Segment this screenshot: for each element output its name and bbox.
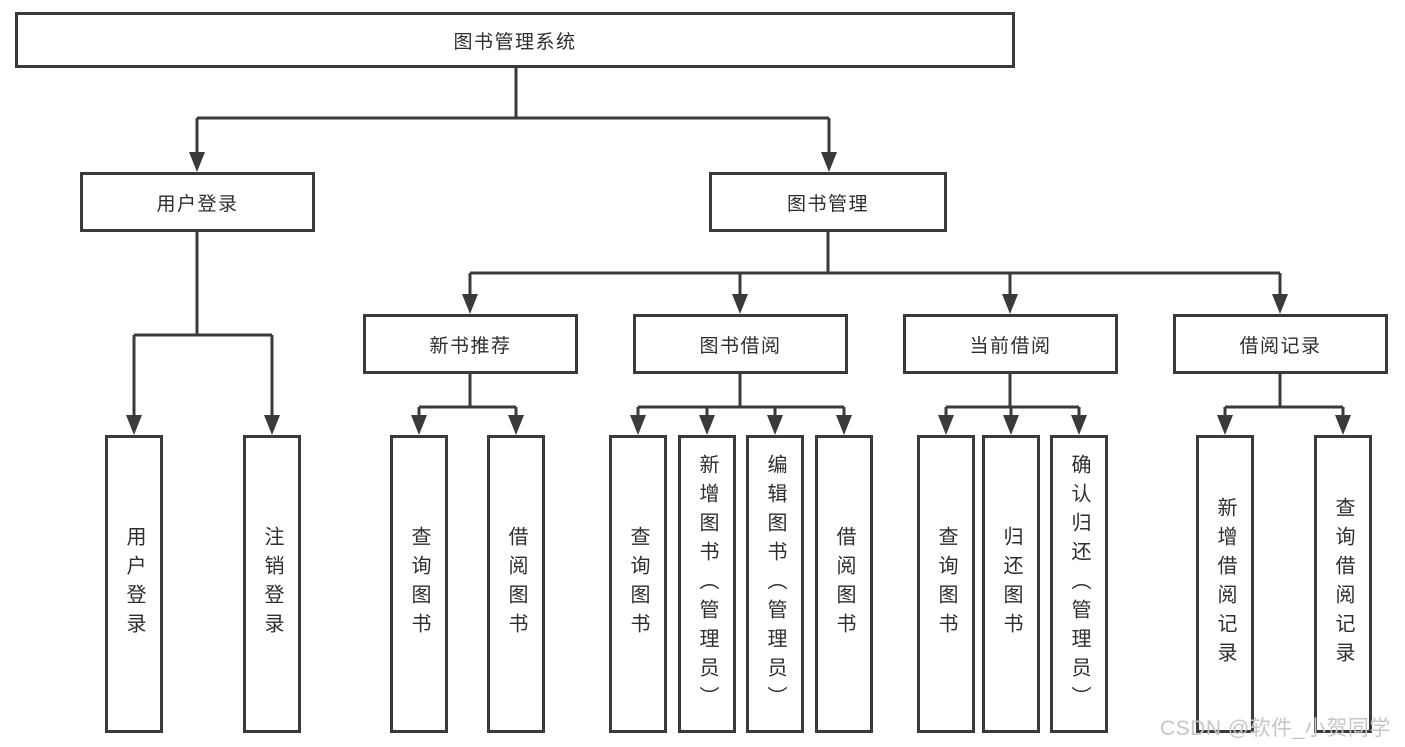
arrowhead xyxy=(508,415,524,435)
arrowhead xyxy=(1071,415,1087,435)
leaf-query-books-2-label: 查询图书 xyxy=(627,526,649,642)
node-borrow-records-label: 借阅记录 xyxy=(1239,335,1322,357)
arrowhead xyxy=(836,415,852,435)
leaf-borrow-books-2: 借阅图书 xyxy=(815,435,873,733)
node-book-borrow-label: 图书借阅 xyxy=(699,335,782,357)
node-root: 图书管理系统 xyxy=(15,12,1015,68)
leaf-add-books-admin: 新增图书（管理员） xyxy=(678,435,736,733)
leaf-edit-books-admin-label: 编辑图书（管理员） xyxy=(764,453,786,715)
connector-bookborrow-to-leaves xyxy=(636,374,846,417)
arrowhead xyxy=(938,415,954,435)
leaf-query-borrow-record-label: 查询借阅记录 xyxy=(1332,497,1354,671)
node-new-book-recommend-label: 新书推荐 xyxy=(429,335,512,357)
leaf-query-books-3-label: 查询图书 xyxy=(935,526,957,642)
arrowhead xyxy=(1002,294,1018,314)
leaf-query-books-3: 查询图书 xyxy=(917,435,975,733)
connector-root-to-level2 xyxy=(195,68,831,154)
node-new-book-recommend: 新书推荐 xyxy=(363,314,578,374)
arrowhead xyxy=(462,294,478,314)
arrowhead xyxy=(821,152,837,172)
node-user-login-label: 用户登录 xyxy=(156,193,239,215)
leaf-borrow-books-1: 借阅图书 xyxy=(487,435,545,733)
connector-borrowrecords-to-leaves xyxy=(1223,374,1345,417)
node-book-management-label: 图书管理 xyxy=(786,193,869,215)
arrowhead xyxy=(1335,415,1351,435)
arrowhead xyxy=(1272,294,1288,314)
leaf-query-books-1: 查询图书 xyxy=(390,435,448,733)
leaf-edit-books-admin: 编辑图书（管理员） xyxy=(746,435,804,733)
arrowhead xyxy=(189,152,205,172)
leaf-return-books: 归还图书 xyxy=(982,435,1040,733)
leaf-logout: 注销登录 xyxy=(243,435,301,733)
node-book-management: 图书管理 xyxy=(709,172,947,232)
connector-bookmgmt-to-level3 xyxy=(468,232,1282,296)
connector-newbooks-to-leaves xyxy=(417,374,518,417)
leaf-add-borrow-record-label: 新增借阅记录 xyxy=(1214,497,1236,671)
leaf-query-books-1-label: 查询图书 xyxy=(408,526,430,642)
leaf-confirm-return-admin: 确认归还（管理员） xyxy=(1050,435,1108,733)
csdn-watermark: CSDN @软件_小贺同学 xyxy=(1160,717,1391,740)
leaf-query-borrow-record: 查询借阅记录 xyxy=(1314,435,1372,733)
arrowhead xyxy=(1003,415,1019,435)
leaf-user-login-label: 用户登录 xyxy=(123,526,145,642)
leaf-logout-label: 注销登录 xyxy=(261,526,283,642)
arrowhead xyxy=(1217,415,1233,435)
arrowhead xyxy=(767,415,783,435)
connector-userlogin-to-leaves xyxy=(132,232,274,417)
arrowhead xyxy=(699,415,715,435)
leaf-user-login: 用户登录 xyxy=(105,435,163,733)
arrowhead xyxy=(411,415,427,435)
node-current-borrow: 当前借阅 xyxy=(903,314,1118,374)
node-book-borrow: 图书借阅 xyxy=(633,314,848,374)
arrowhead xyxy=(126,415,142,435)
leaf-return-books-label: 归还图书 xyxy=(1000,526,1022,642)
node-root-label: 图书管理系统 xyxy=(453,31,577,53)
connector-currentborrow-to-leaves xyxy=(944,374,1081,417)
arrowhead xyxy=(732,294,748,314)
arrowhead xyxy=(630,415,646,435)
leaf-add-books-admin-label: 新增图书（管理员） xyxy=(696,453,718,715)
leaf-confirm-return-admin-label: 确认归还（管理员） xyxy=(1068,453,1090,715)
leaf-borrow-books-1-label: 借阅图书 xyxy=(505,526,527,642)
node-user-login: 用户登录 xyxy=(80,172,315,232)
node-borrow-records: 借阅记录 xyxy=(1173,314,1388,374)
node-current-borrow-label: 当前借阅 xyxy=(969,335,1052,357)
leaf-query-books-2: 查询图书 xyxy=(609,435,667,733)
arrowheads xyxy=(126,152,1351,435)
arrowhead xyxy=(264,415,280,435)
leaf-add-borrow-record: 新增借阅记录 xyxy=(1196,435,1254,733)
leaf-borrow-books-2-label: 借阅图书 xyxy=(833,526,855,642)
